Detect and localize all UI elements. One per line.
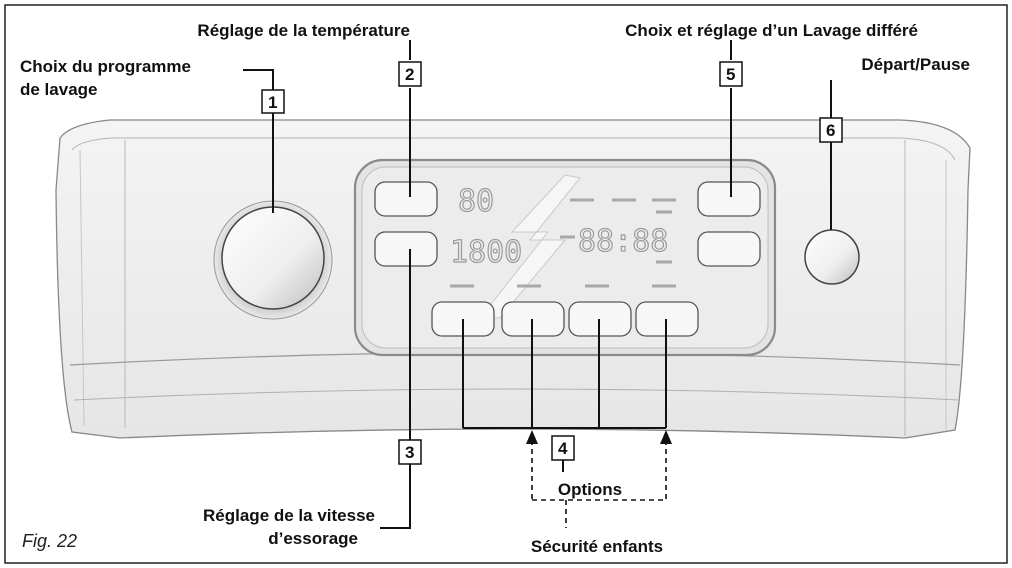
callout-2: 2: [398, 61, 422, 87]
svg-text:5: 5: [726, 65, 735, 84]
temperature-readout: 80: [458, 184, 494, 219]
spin-speed-button[interactable]: [374, 231, 438, 267]
delay-button-down[interactable]: [697, 231, 761, 267]
label-delay: Choix et réglage d’un Lavage différé: [625, 21, 918, 40]
callout-6: 6: [819, 117, 843, 143]
arrow-heads: [526, 430, 672, 444]
svg-text:3: 3: [405, 443, 414, 462]
label-child-lock: Sécurité enfants: [531, 537, 663, 556]
label-program-line1: Choix du programme: [20, 57, 191, 76]
label-program-line2: de lavage: [20, 80, 98, 99]
label-temperature: Réglage de la température: [197, 21, 410, 40]
leader-lines: [243, 40, 832, 529]
spin-speed-readout: 1800: [450, 235, 522, 270]
callout-1: 1: [261, 89, 285, 114]
svg-text:6: 6: [826, 121, 835, 140]
svg-text:4: 4: [558, 439, 568, 458]
callout-5: 5: [719, 61, 743, 87]
figure-frame: [4, 4, 1008, 564]
svg-text:2: 2: [405, 65, 414, 84]
label-spin-line2: d’essorage: [268, 529, 358, 548]
program-knob[interactable]: [221, 206, 325, 310]
svg-text:1: 1: [268, 93, 277, 112]
callout-4: 4: [551, 435, 575, 461]
delay-button-up[interactable]: [697, 181, 761, 217]
option-indicators: [450, 198, 676, 288]
label-options: Options: [558, 480, 622, 499]
temperature-button[interactable]: [374, 181, 438, 217]
figure-caption: Fig. 22: [22, 531, 77, 551]
start-pause-button[interactable]: [804, 229, 860, 285]
child-lock-dashes: [531, 440, 667, 528]
label-spin-line1: Réglage de la vitesse: [203, 506, 375, 525]
callout-3: 3: [398, 439, 422, 465]
lightning-icon: [478, 174, 581, 319]
label-start-pause: Départ/Pause: [861, 55, 970, 74]
delay-time-readout: 88:88: [578, 224, 668, 259]
